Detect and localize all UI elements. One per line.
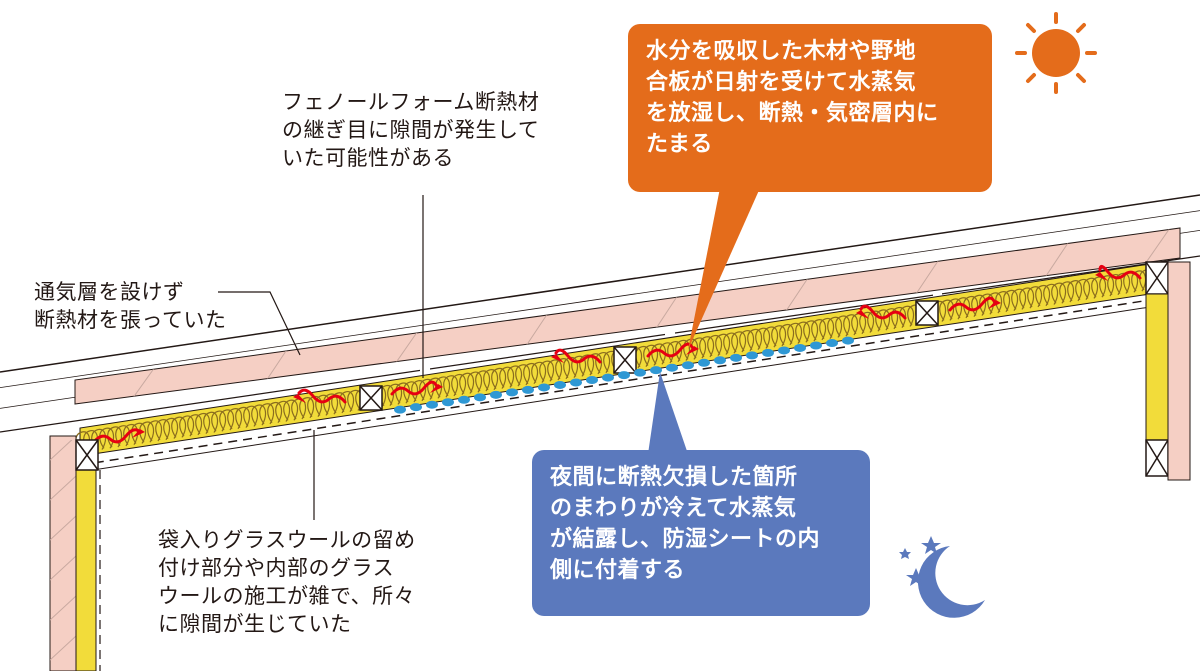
water-droplet xyxy=(410,403,422,412)
rafters xyxy=(359,300,939,411)
water-droplet xyxy=(586,376,598,385)
moon-icon xyxy=(917,546,985,618)
water-droplet xyxy=(810,341,822,350)
water-droplet xyxy=(394,405,406,414)
right-wall xyxy=(1145,261,1191,481)
water-droplet xyxy=(666,363,678,372)
night-callout-text: 夜間に断熱欠損した箇所 のまわりが冷えて水蒸気 が結露し、防湿シートの内 側に付… xyxy=(550,465,821,583)
water-droplet xyxy=(458,395,470,404)
phenolic-foam-layer xyxy=(74,227,1181,405)
water-droplet xyxy=(442,398,454,407)
water-droplet xyxy=(682,361,694,370)
water-droplet xyxy=(602,373,614,382)
water-droplet xyxy=(634,368,646,377)
water-droplet xyxy=(794,343,806,352)
ventilation-label: 通気層を設けず 断熱材を張っていた xyxy=(34,280,227,332)
water-droplet xyxy=(426,400,438,409)
water-droplet xyxy=(570,378,582,387)
water-droplet xyxy=(650,366,662,375)
water-droplet xyxy=(762,348,774,357)
water-droplet xyxy=(778,346,790,355)
star-icon xyxy=(899,536,941,586)
water-droplet xyxy=(826,339,838,348)
vapor-arrows xyxy=(92,265,1142,444)
leader-lines xyxy=(218,195,424,520)
vapor-barrier-sheet xyxy=(79,299,1151,466)
water-droplet xyxy=(474,393,486,402)
water-droplet xyxy=(842,336,854,345)
water-droplet xyxy=(506,388,518,397)
sun-icon xyxy=(1015,12,1097,94)
condensation-droplets xyxy=(394,336,854,414)
left-wall xyxy=(49,435,101,671)
night-callout xyxy=(532,372,870,616)
day-callout xyxy=(628,24,992,350)
water-droplet xyxy=(522,385,534,394)
water-droplet xyxy=(714,356,726,365)
day-callout-text: 水分を吸収した木材や野地 合板が日射を受けて水蒸気 を放湿し、断熱・気密層内に … xyxy=(646,39,939,157)
water-droplet xyxy=(490,390,502,399)
water-droplet xyxy=(554,380,566,389)
phenolic-gap-label: フェノールフォーム断熱材 の継ぎ目に隙間が発生して いた可能性がある xyxy=(282,90,540,170)
water-droplet xyxy=(618,371,630,380)
water-droplet xyxy=(698,358,710,367)
water-droplet xyxy=(538,383,550,392)
glasswool-gap-label: 袋入りグラスウールの留め 付け部分や内部のグラス ウールの施工が雑で、所々 に隙… xyxy=(158,528,416,636)
water-droplet xyxy=(730,353,742,362)
water-droplet xyxy=(746,351,758,360)
